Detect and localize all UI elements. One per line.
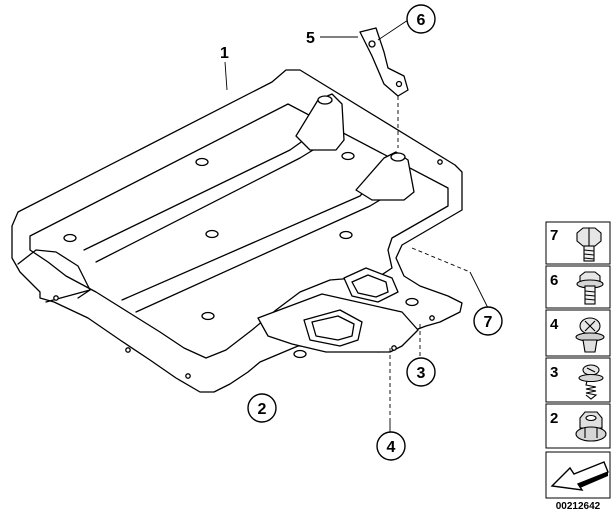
shield-ridge-5 <box>45 289 91 303</box>
callout-1-label: 1 <box>220 45 229 62</box>
legend-cell-2: 2 <box>545 403 611 449</box>
mount-dome-right <box>355 151 415 201</box>
callout-2-circle <box>247 393 277 423</box>
hex-bolt-icon <box>576 227 602 262</box>
shield-hole <box>293 349 307 359</box>
legend-cell-3: 3 <box>545 357 611 403</box>
rear-opening-lower-inner <box>311 315 355 341</box>
expanding-rivet-icon <box>575 317 605 353</box>
callout-5: 5 <box>306 30 315 47</box>
arrow-icon <box>550 461 609 491</box>
callout-7-circle <box>473 306 503 336</box>
catalog-number: 00212642 <box>556 501 601 512</box>
bracket-hole <box>368 40 376 48</box>
leader-lines <box>224 19 489 432</box>
shield-hole <box>405 297 419 307</box>
callout-1: 1 <box>220 45 229 62</box>
flange-hole <box>185 373 191 379</box>
legend-cell-6: 6 <box>545 265 611 309</box>
callout-6-label: 6 <box>417 12 426 29</box>
legend-cell-7-number: 7 <box>550 227 558 244</box>
shield-hole <box>341 151 355 161</box>
shield-hole <box>205 229 219 239</box>
shield-hole <box>195 157 209 167</box>
flange-hole <box>437 159 443 165</box>
callout-6-circle <box>406 4 436 34</box>
legend-cell-frame <box>545 265 611 309</box>
flange-nut-icon <box>575 411 607 442</box>
callout-3: 3 <box>406 357 436 387</box>
flange-hole <box>53 295 59 301</box>
legend-cell-2-number: 2 <box>550 410 558 427</box>
legend-cell-3-number: 3 <box>550 364 558 381</box>
callout-5-label: 5 <box>306 30 315 47</box>
flange-bolt-icon <box>576 271 604 305</box>
leader-7a <box>411 247 471 273</box>
callout-4: 4 <box>376 431 406 461</box>
callout-3-label: 3 <box>417 365 426 382</box>
leader-6 <box>377 19 409 41</box>
mount-dome-right-hole <box>390 152 406 162</box>
legend-cell-4: 4 <box>545 309 611 357</box>
flange-hole <box>391 345 397 351</box>
rear-opening-upper-inner <box>351 274 389 298</box>
callout-3-circle <box>406 357 436 387</box>
legend-cell-7: 7 <box>545 221 611 265</box>
bracket-hole <box>395 80 403 88</box>
legend-cell-frame <box>545 357 611 403</box>
shield-front-lip <box>17 249 91 299</box>
screw-with-washer-icon <box>578 364 604 400</box>
mount-dome-left-hole <box>317 95 333 105</box>
arrow-icon-shadow <box>578 472 608 488</box>
flange-hole <box>125 347 131 353</box>
callout-7: 7 <box>473 306 503 336</box>
shield-hole <box>201 311 215 321</box>
leader-7b <box>469 271 489 309</box>
callout-4-circle <box>376 431 406 461</box>
callout-2-label: 2 <box>258 401 267 418</box>
underbody-shield <box>11 69 463 393</box>
bracket <box>359 27 409 97</box>
callout-6: 6 <box>406 4 436 34</box>
legend-cell-4-number: 4 <box>550 316 559 333</box>
legend-cell-frame <box>545 309 611 357</box>
callout-2: 2 <box>247 393 277 423</box>
legend-arrow-cell <box>545 451 611 499</box>
shield-hole <box>339 230 353 240</box>
callout-4-label: 4 <box>387 439 396 456</box>
callout-7-label: 7 <box>484 314 493 331</box>
flange-hole <box>429 315 435 321</box>
leader-1 <box>224 61 228 91</box>
fastener-legend: 7 6 4 <box>545 221 611 512</box>
legend-cell-6-number: 6 <box>550 272 558 289</box>
shield-hole <box>63 233 77 243</box>
